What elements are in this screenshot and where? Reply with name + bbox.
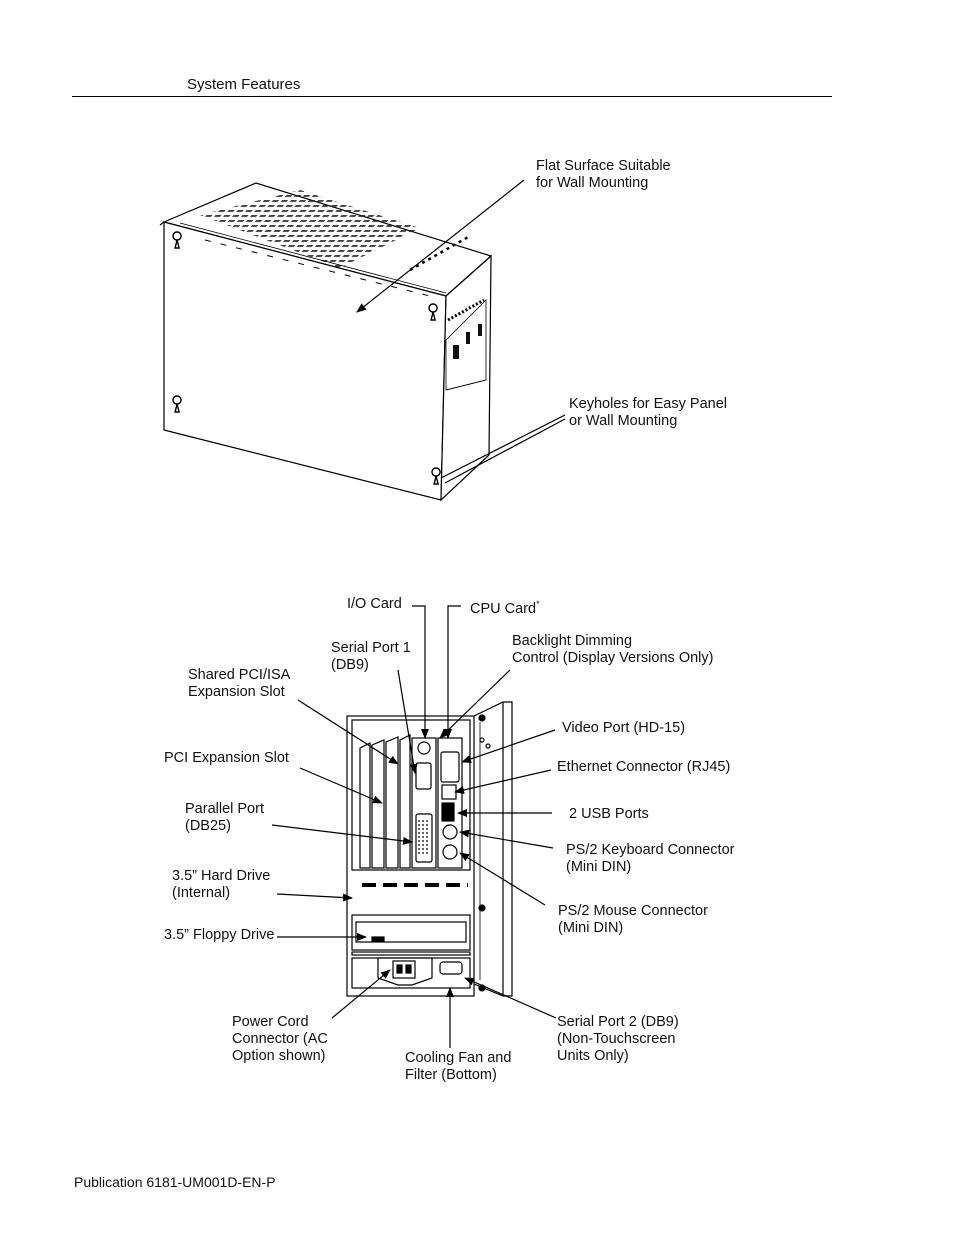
cpu-card-footnote-mark: * (536, 599, 540, 609)
parallel-port-label: Parallel Port (DB25) (185, 801, 264, 834)
section-header: System Features (187, 76, 301, 93)
mouse-connector-label: PS/2 Mouse Connector (Mini DIN) (558, 903, 708, 936)
io-card-label: I/O Card (347, 596, 402, 612)
keyholes-label: Keyholes for Easy Panel or Wall Mounting (569, 396, 727, 429)
keyboard-connector-label: PS/2 Keyboard Connector (Mini DIN) (566, 842, 735, 875)
ethernet-label: Ethernet Connector (RJ45) (557, 759, 731, 775)
backlight-label: Backlight Dimming Control (Display Versi… (512, 633, 714, 666)
cooling-fan-label: Cooling Fan and Filter (Bottom) (405, 1050, 512, 1083)
usb-label: 2 USB Ports (569, 806, 649, 822)
publication-footer: Publication 6181-UM001D-EN-P (74, 1174, 276, 1190)
floppy-drive-label: 3.5” Floppy Drive (164, 927, 275, 943)
serial-port-2-label: Serial Port 2 (DB9) (Non-Touchscreen Uni… (557, 1014, 679, 1064)
cpu-card-label: CPU Card* (470, 599, 540, 617)
serial-port-1-label: Serial Port 1 (DB9) (331, 640, 411, 673)
power-cord-label: Power Cord Connector (AC Option shown) (232, 1014, 328, 1064)
shared-slot-label: Shared PCI/ISA Expansion Slot (188, 667, 291, 700)
header-rule (72, 96, 832, 97)
hard-drive-label: 3.5” Hard Drive (Internal) (172, 868, 271, 901)
video-port-label: Video Port (HD-15) (562, 720, 686, 736)
pci-slot-label: PCI Expansion Slot (164, 750, 289, 766)
flat-surface-label: Flat Surface Suitable for Wall Mounting (536, 158, 671, 191)
